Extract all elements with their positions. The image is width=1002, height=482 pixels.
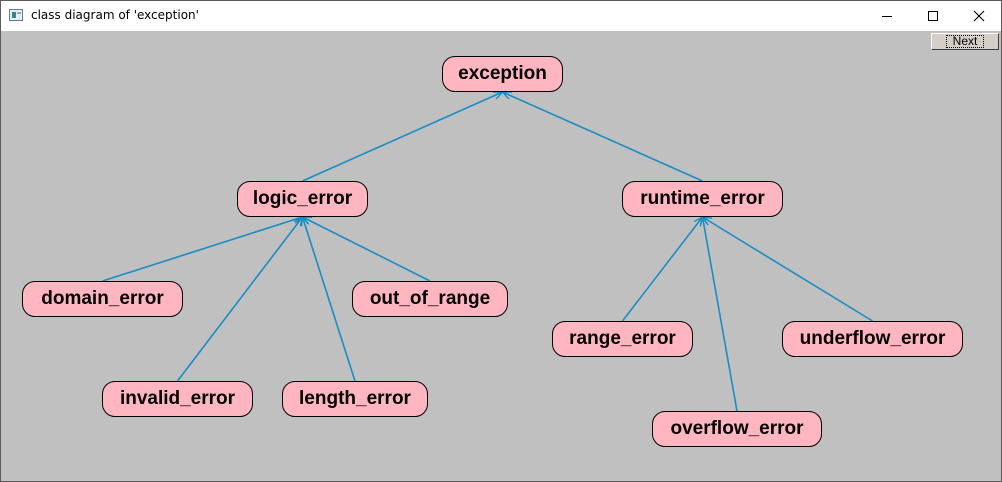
diagram-canvas: Next exception logic_error runtime_error… — [1, 31, 1001, 481]
close-button[interactable] — [956, 1, 1002, 31]
node-invalid-error[interactable]: invalid_error — [102, 381, 253, 417]
diagram-edges — [102, 91, 873, 412]
node-range-error[interactable]: range_error — [552, 321, 693, 357]
node-overflow-error[interactable]: overflow_error — [652, 411, 822, 447]
node-runtime-error[interactable]: runtime_error — [622, 181, 783, 217]
node-logic-error[interactable]: logic_error — [237, 181, 368, 217]
edge-overflow_error-to-runtime_error — [703, 217, 738, 412]
maximize-button[interactable] — [910, 1, 956, 31]
edge-logic_error-to-exception — [302, 91, 503, 182]
next-button-label: Next — [945, 35, 985, 48]
minimize-button[interactable] — [864, 1, 910, 31]
title-bar[interactable]: class diagram of 'exception' — [1, 1, 1001, 31]
maximize-icon — [928, 11, 938, 21]
close-icon — [973, 10, 985, 22]
edge-runtime_error-to-exception — [503, 91, 703, 182]
edge-length_error-to-logic_error — [303, 217, 356, 382]
node-underflow-error[interactable]: underflow_error — [782, 321, 963, 357]
node-domain-error[interactable]: domain_error — [22, 281, 183, 317]
edge-domain_error-to-logic_error — [102, 217, 303, 282]
edge-out_of_range-to-logic_error — [303, 217, 431, 282]
edge-invalid_error-to-logic_error — [176, 217, 303, 382]
edge-range_error-to-runtime_error — [621, 217, 703, 322]
next-button[interactable]: Next — [931, 33, 999, 50]
node-length-error[interactable]: length_error — [282, 381, 428, 417]
node-out-of-range[interactable]: out_of_range — [352, 281, 508, 317]
node-exception[interactable]: exception — [442, 56, 563, 92]
minimize-icon — [882, 16, 892, 17]
window-title: class diagram of 'exception' — [31, 8, 199, 22]
edge-underflow_error-to-runtime_error — [703, 217, 873, 322]
app-icon — [9, 9, 23, 21]
